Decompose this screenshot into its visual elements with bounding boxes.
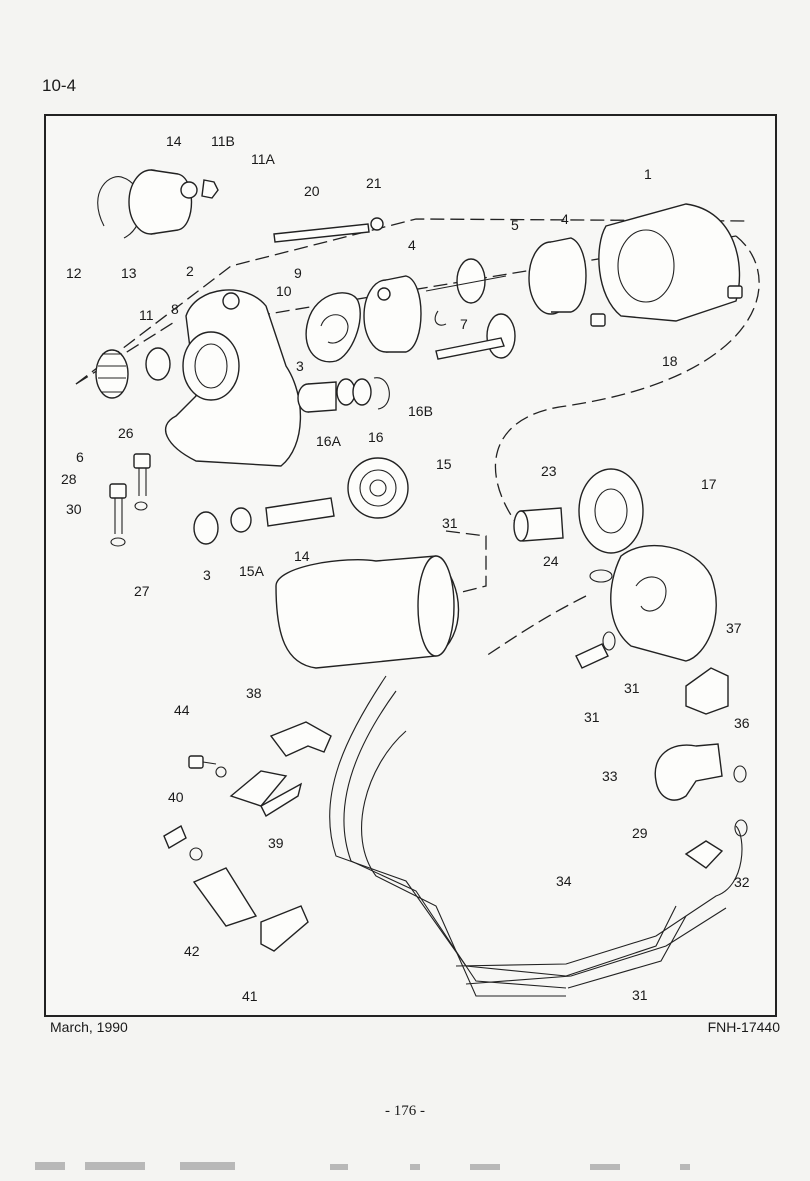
callout-12: 12: [66, 265, 82, 281]
callout-13: 13: [121, 265, 137, 281]
parts-drawing: [75, 169, 760, 997]
callout-11: 11: [139, 307, 154, 323]
callout-3-top: 3: [296, 358, 304, 374]
callout-23: 26: [118, 425, 134, 441]
callout-16b: 16B: [408, 403, 433, 419]
exploded-parts-diagram: 14 11B 11A 12 13 20 21 2 1 5 4 4 9 10 11…: [44, 114, 777, 1017]
section-number: 10-4: [42, 76, 77, 95]
pump-body-1: [598, 203, 741, 322]
page-number: - 176 -: [385, 1103, 425, 1119]
callout-26: 29: [632, 825, 648, 841]
callout-33: 34: [556, 873, 572, 889]
callout-34: 36: [734, 715, 750, 731]
callout-24: 27: [134, 583, 150, 599]
callout-4-left: 4: [408, 237, 416, 253]
callout-31-bottom: 32: [734, 874, 750, 890]
callout-22: 24: [543, 553, 559, 569]
callout-labels: 14 11B 11A 12 13 20 21 2 1 5 4 4 9 10 11…: [61, 133, 750, 1004]
callout-9: 7: [460, 316, 468, 332]
callout-8: 10: [276, 283, 292, 299]
callout-41: 44: [174, 702, 190, 718]
gear-15: [347, 457, 409, 519]
callout-16: 16: [368, 429, 384, 445]
callout-13a: 14: [166, 133, 182, 149]
callout-18: 18: [662, 353, 678, 369]
callout-36: 38: [246, 685, 262, 701]
callout-14: 14: [294, 548, 310, 564]
callout-37: 39: [268, 835, 284, 851]
scan-artifacts: [35, 1162, 690, 1170]
callout-27: 30: [66, 501, 82, 517]
callout-29: 31: [632, 987, 648, 1003]
callout-39: 41: [242, 988, 258, 1004]
callout-3-bottom: 3: [203, 567, 211, 583]
callout-35: 37: [726, 620, 742, 636]
callout-15: 15: [436, 456, 452, 472]
callout-16a: 16A: [316, 433, 342, 449]
callout-5: 5: [511, 217, 519, 233]
callout-17: 17: [701, 476, 717, 492]
callout-38: 40: [168, 789, 184, 805]
callout-25: 28: [61, 471, 77, 487]
callout-40: 42: [184, 943, 200, 959]
callout-15a: 15A: [239, 563, 265, 579]
callout-4-right: 4: [561, 211, 569, 227]
callout-31-top: 31: [624, 680, 640, 696]
callout-7: 9: [294, 265, 302, 281]
callout-30: 31: [584, 709, 600, 725]
callout-28: 31: [442, 515, 458, 531]
filter-28: [275, 555, 460, 669]
callout-19: 20: [304, 183, 320, 199]
callout-21: 23: [541, 463, 557, 479]
callout-2: 2: [186, 263, 194, 279]
footer-date: March, 1990: [50, 1019, 128, 1035]
callout-10: 8: [171, 301, 179, 317]
callout-11a: 11A: [251, 151, 276, 167]
footer-doc-number: FNH-17440: [707, 1019, 780, 1035]
callout-11b: 11B: [211, 133, 235, 149]
callout-1: 1: [644, 166, 652, 182]
callout-20: 21: [366, 175, 382, 191]
callout-32: 33: [602, 768, 618, 784]
callout-6: 6: [76, 449, 84, 465]
